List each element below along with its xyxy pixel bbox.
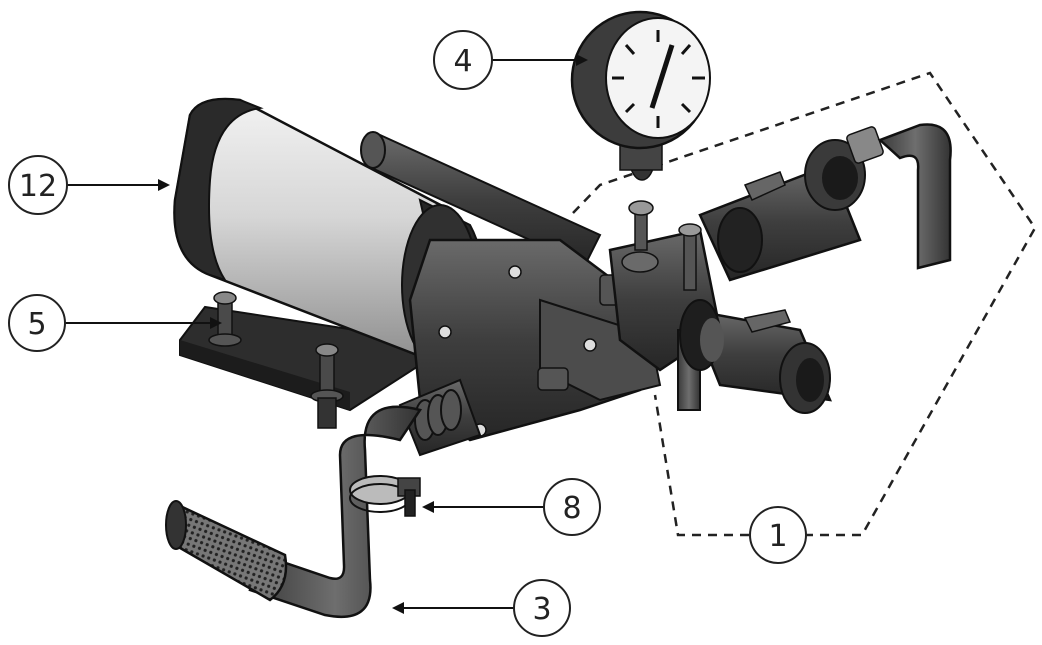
svg-text:8: 8 <box>562 491 581 526</box>
strainer-mesh-icon <box>165 500 288 602</box>
mounting-bolt-left <box>208 291 242 347</box>
svg-text:3: 3 <box>532 592 551 627</box>
hose-clamp <box>349 475 421 517</box>
callout-1: 1 <box>749 506 807 564</box>
svg-text:5: 5 <box>27 307 46 342</box>
callout-3: 3 <box>513 579 571 637</box>
upper-ball-valve <box>698 126 884 282</box>
callout-4: 4 <box>433 30 493 90</box>
inlet-fitting <box>398 378 482 457</box>
leader-arrowheads <box>158 54 588 614</box>
callout-5: 5 <box>8 294 66 352</box>
upper-outlet-hose <box>877 123 952 270</box>
pressure-gauge <box>570 10 711 181</box>
callout-8: 8 <box>543 478 601 536</box>
svg-text:1: 1 <box>768 519 787 554</box>
callout-12: 12 <box>8 155 68 215</box>
inlet-hose-strainer <box>165 405 423 619</box>
gauge-dial-icon <box>612 30 705 128</box>
svg-text:12: 12 <box>19 169 57 204</box>
leader-lines <box>64 59 580 609</box>
assembly-boundary <box>572 71 1037 537</box>
svg-text:4: 4 <box>453 44 472 79</box>
mounting-bolt-right <box>310 343 344 429</box>
lower-ball-valve <box>679 299 833 414</box>
